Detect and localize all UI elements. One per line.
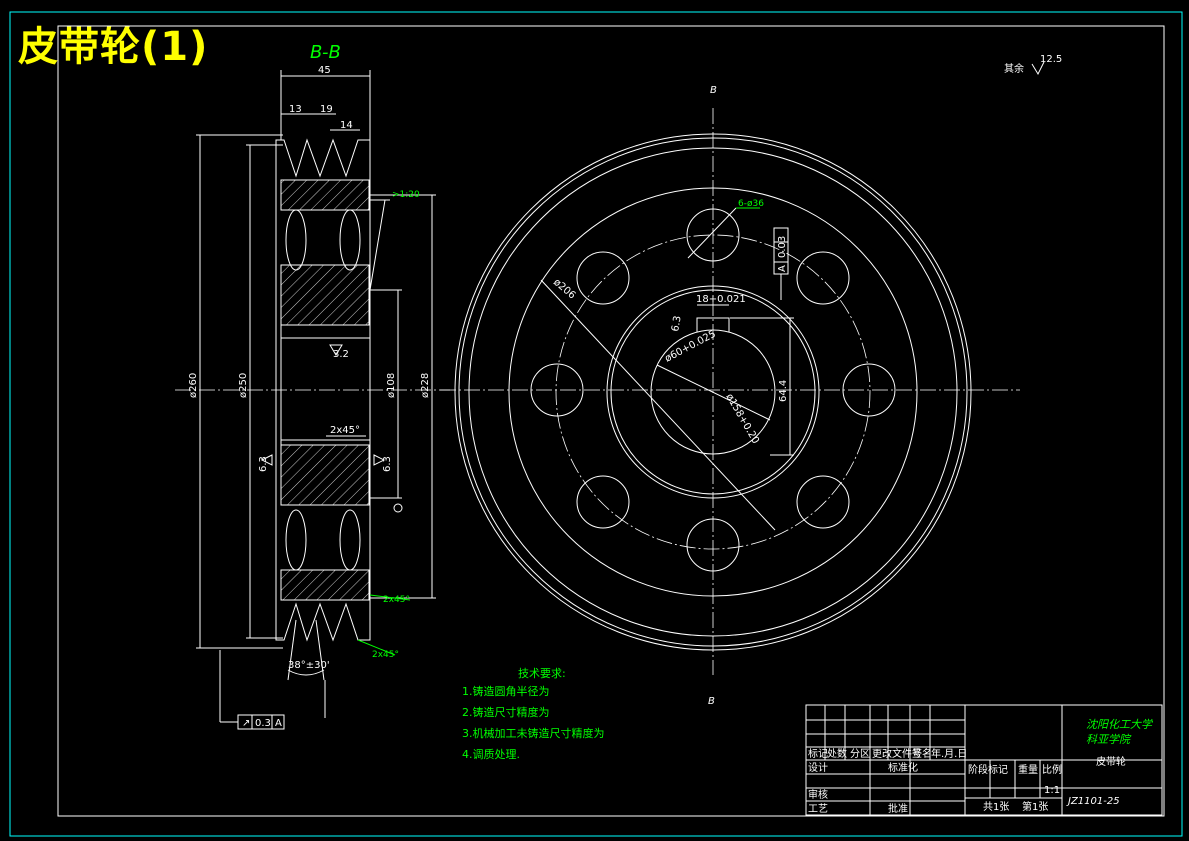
view-label-bottom: B <box>708 696 715 707</box>
tech-item-3: 3.机械加工未铸造尺寸精度为 <box>462 726 605 740</box>
rough-6-3-a: 6.3 <box>258 456 269 472</box>
rough-key: 6.3 <box>670 315 684 333</box>
taper-note: >1:20 <box>392 190 420 200</box>
tb-weight: 重量 <box>1018 763 1038 776</box>
drawing-number: JZ1101-25 <box>1066 796 1120 807</box>
part-name: 皮带轮 <box>1096 755 1126 768</box>
section-label: B-B <box>310 42 341 63</box>
dim-dia250: ø250 <box>238 373 249 398</box>
tb-zone: 分区 <box>850 748 870 760</box>
tb-ratio: 比例 <box>1042 763 1062 776</box>
tb-scale: 1:1 <box>1044 785 1060 796</box>
tb-date: 年.月.日 <box>931 747 967 760</box>
roughness-value: 12.5 <box>1040 54 1062 65</box>
sym-tol: 0.03 <box>777 236 788 258</box>
tb-sign: 签名 <box>912 747 932 760</box>
hub-dia: ø158+0.20 <box>723 392 760 446</box>
inner-frame <box>57 25 1165 817</box>
rough-6-3-b: 6.3 <box>382 456 393 472</box>
tech-item-4: 4.调质处理. <box>462 748 520 761</box>
tech-heading: 技术要求: <box>518 667 566 680</box>
runout-ref: A <box>275 718 282 729</box>
tb-review: 审核 <box>808 788 828 801</box>
chamfer-note-3: 2x45° <box>372 650 399 660</box>
outer-frame <box>9 11 1183 837</box>
view-label-top: B <box>710 85 717 96</box>
dim-dia108: ø108 <box>386 373 397 398</box>
tb-sheets: 共1张 <box>983 801 1009 813</box>
dim-dia260: ø260 <box>188 373 199 398</box>
chamfer-note-2: 2x45° <box>383 595 410 605</box>
tb-change: 更改文件号 <box>872 747 922 760</box>
tb-approve: 批准 <box>888 802 908 815</box>
section-view: B-B 45 13 19 14 <box>175 42 450 730</box>
drawing-title: 皮带轮(1) <box>18 24 209 70</box>
svg-text:↗: ↗ <box>242 718 250 729</box>
dim-dia228: ø228 <box>420 373 431 398</box>
school-line-1: 沈阳化工大学 <box>1086 718 1154 731</box>
tb-sheet: 第1张 <box>1022 800 1048 813</box>
dim-13: 13 <box>289 104 302 115</box>
front-view: B B 6-ø36 ø206 18+0.021 ø60+0.025 6.3 <box>440 85 1020 707</box>
tb-design: 设计 <box>808 761 828 774</box>
roughness-note: 其余 <box>1004 62 1024 75</box>
tb-craft: 工艺 <box>808 803 828 815</box>
dim-width: 45 <box>318 65 331 76</box>
runout-value: 0.3 <box>255 718 271 729</box>
tb-count: 处数 <box>827 747 847 760</box>
sym-ref: A <box>777 265 788 272</box>
dim-dia206: ø206 <box>551 277 577 302</box>
keyway-width: 18+0.021 <box>696 294 746 305</box>
tech-requirements: 技术要求: 1.铸造圆角半径为 2.铸造尺寸精度为 3.机械加工未铸造尺寸精度为… <box>462 667 605 761</box>
tb-std: 标准化 <box>888 761 918 774</box>
holes-note: 6-ø36 <box>738 199 764 209</box>
tb-mark: 标记 <box>808 748 828 760</box>
tech-item-2: 2.铸造尺寸精度为 <box>462 705 550 719</box>
chamfer-note-1: 2x45° <box>330 425 360 436</box>
dim-19: 19 <box>320 104 333 115</box>
key-depth: 64.4 <box>778 380 789 402</box>
rough-3-2: 3.2 <box>333 349 349 360</box>
school-line-2: 科亚学院 <box>1086 733 1132 746</box>
angle-note: 38°±30' <box>288 660 330 671</box>
tech-item-1: 1.铸造圆角半径为 <box>462 684 550 698</box>
tb-stage: 阶段标记 <box>968 763 1008 776</box>
title-block: 标记 处数 分区 更改文件号 签名 年.月.日 设计 标准化 阶段标记 重量 比… <box>805 704 1163 816</box>
dim-14: 14 <box>340 120 353 131</box>
